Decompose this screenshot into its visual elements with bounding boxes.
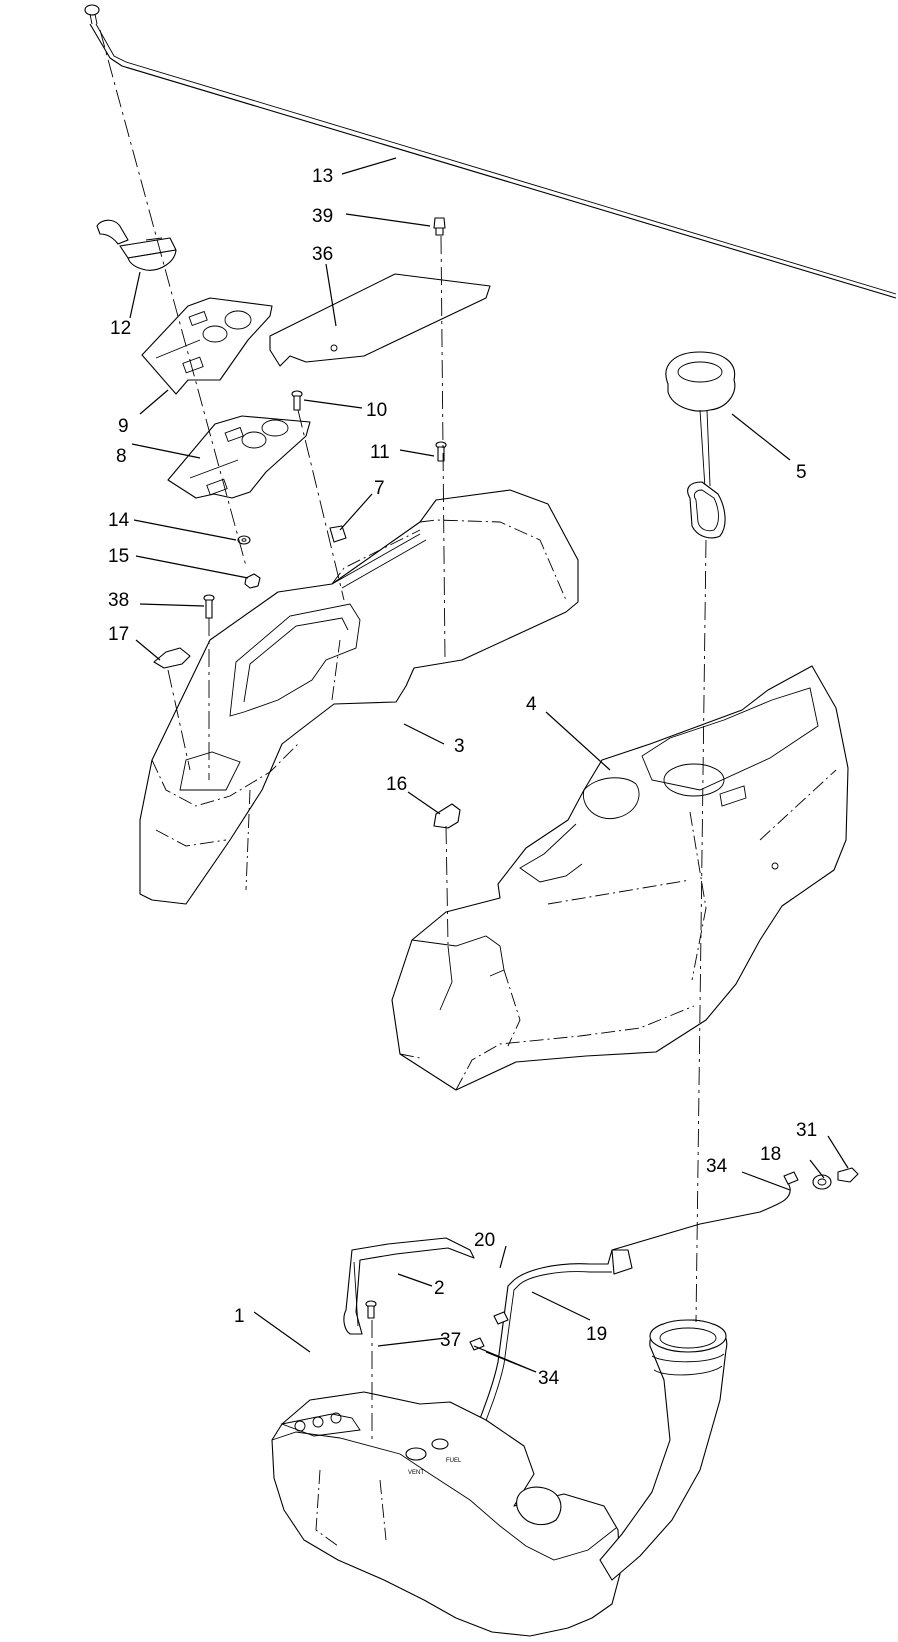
callout-12: 12 bbox=[110, 318, 131, 339]
part-2-bracket bbox=[343, 1237, 475, 1335]
callout-14: 14 bbox=[108, 510, 130, 531]
part-9-plate bbox=[141, 297, 273, 395]
tank-decal-labels: FUEL VENT bbox=[408, 1458, 462, 1476]
vent-label: VENT bbox=[408, 1470, 424, 1476]
callout-34a: 34 bbox=[706, 1156, 728, 1177]
part-1-fuel-tank bbox=[271, 1319, 728, 1637]
callout-20: 20 bbox=[474, 1230, 495, 1251]
callout-11: 11 bbox=[370, 442, 390, 463]
callout-16: 16 bbox=[386, 774, 407, 795]
decals-16-17 bbox=[153, 647, 461, 829]
callout-36: 36 bbox=[312, 244, 333, 265]
callout-39: 39 bbox=[312, 206, 333, 227]
part-4-hood bbox=[391, 665, 849, 1091]
callout-34b: 34 bbox=[538, 1368, 560, 1389]
assembly-centerlines bbox=[99, 29, 707, 1440]
callout-17: 17 bbox=[108, 624, 129, 645]
callout-3: 3 bbox=[454, 736, 465, 757]
callout-5: 5 bbox=[796, 462, 807, 483]
callout-18: 18 bbox=[760, 1144, 781, 1165]
part-5-fuel-cap bbox=[665, 351, 736, 539]
callout-1: 1 bbox=[234, 1306, 245, 1327]
callout-7: 7 bbox=[374, 478, 385, 499]
callout-8: 8 bbox=[116, 446, 127, 467]
callout-37: 37 bbox=[440, 1330, 461, 1351]
callout-19: 19 bbox=[586, 1324, 607, 1345]
leader-lines bbox=[129, 157, 849, 1373]
part-8-plate bbox=[167, 415, 311, 499]
callout-10: 10 bbox=[366, 400, 387, 421]
callout-9: 9 bbox=[118, 416, 129, 437]
hardware-bolts bbox=[203, 217, 447, 619]
callout-15: 15 bbox=[108, 546, 129, 567]
part-3-console bbox=[139, 489, 579, 905]
callout-labels: 13 39 36 12 9 8 10 11 7 5 14 15 38 17 4 … bbox=[108, 166, 817, 1389]
fuel-label: FUEL bbox=[446, 1458, 462, 1464]
part-13-rod bbox=[84, 4, 897, 299]
part-36-cover bbox=[269, 273, 491, 367]
callout-2: 2 bbox=[434, 1278, 445, 1299]
part-37-bolt bbox=[365, 1300, 377, 1319]
callout-4: 4 bbox=[526, 694, 537, 715]
callout-38: 38 bbox=[108, 590, 129, 611]
callout-13: 13 bbox=[312, 166, 333, 187]
callout-31: 31 bbox=[796, 1120, 817, 1141]
part-12-lever bbox=[96, 219, 177, 271]
